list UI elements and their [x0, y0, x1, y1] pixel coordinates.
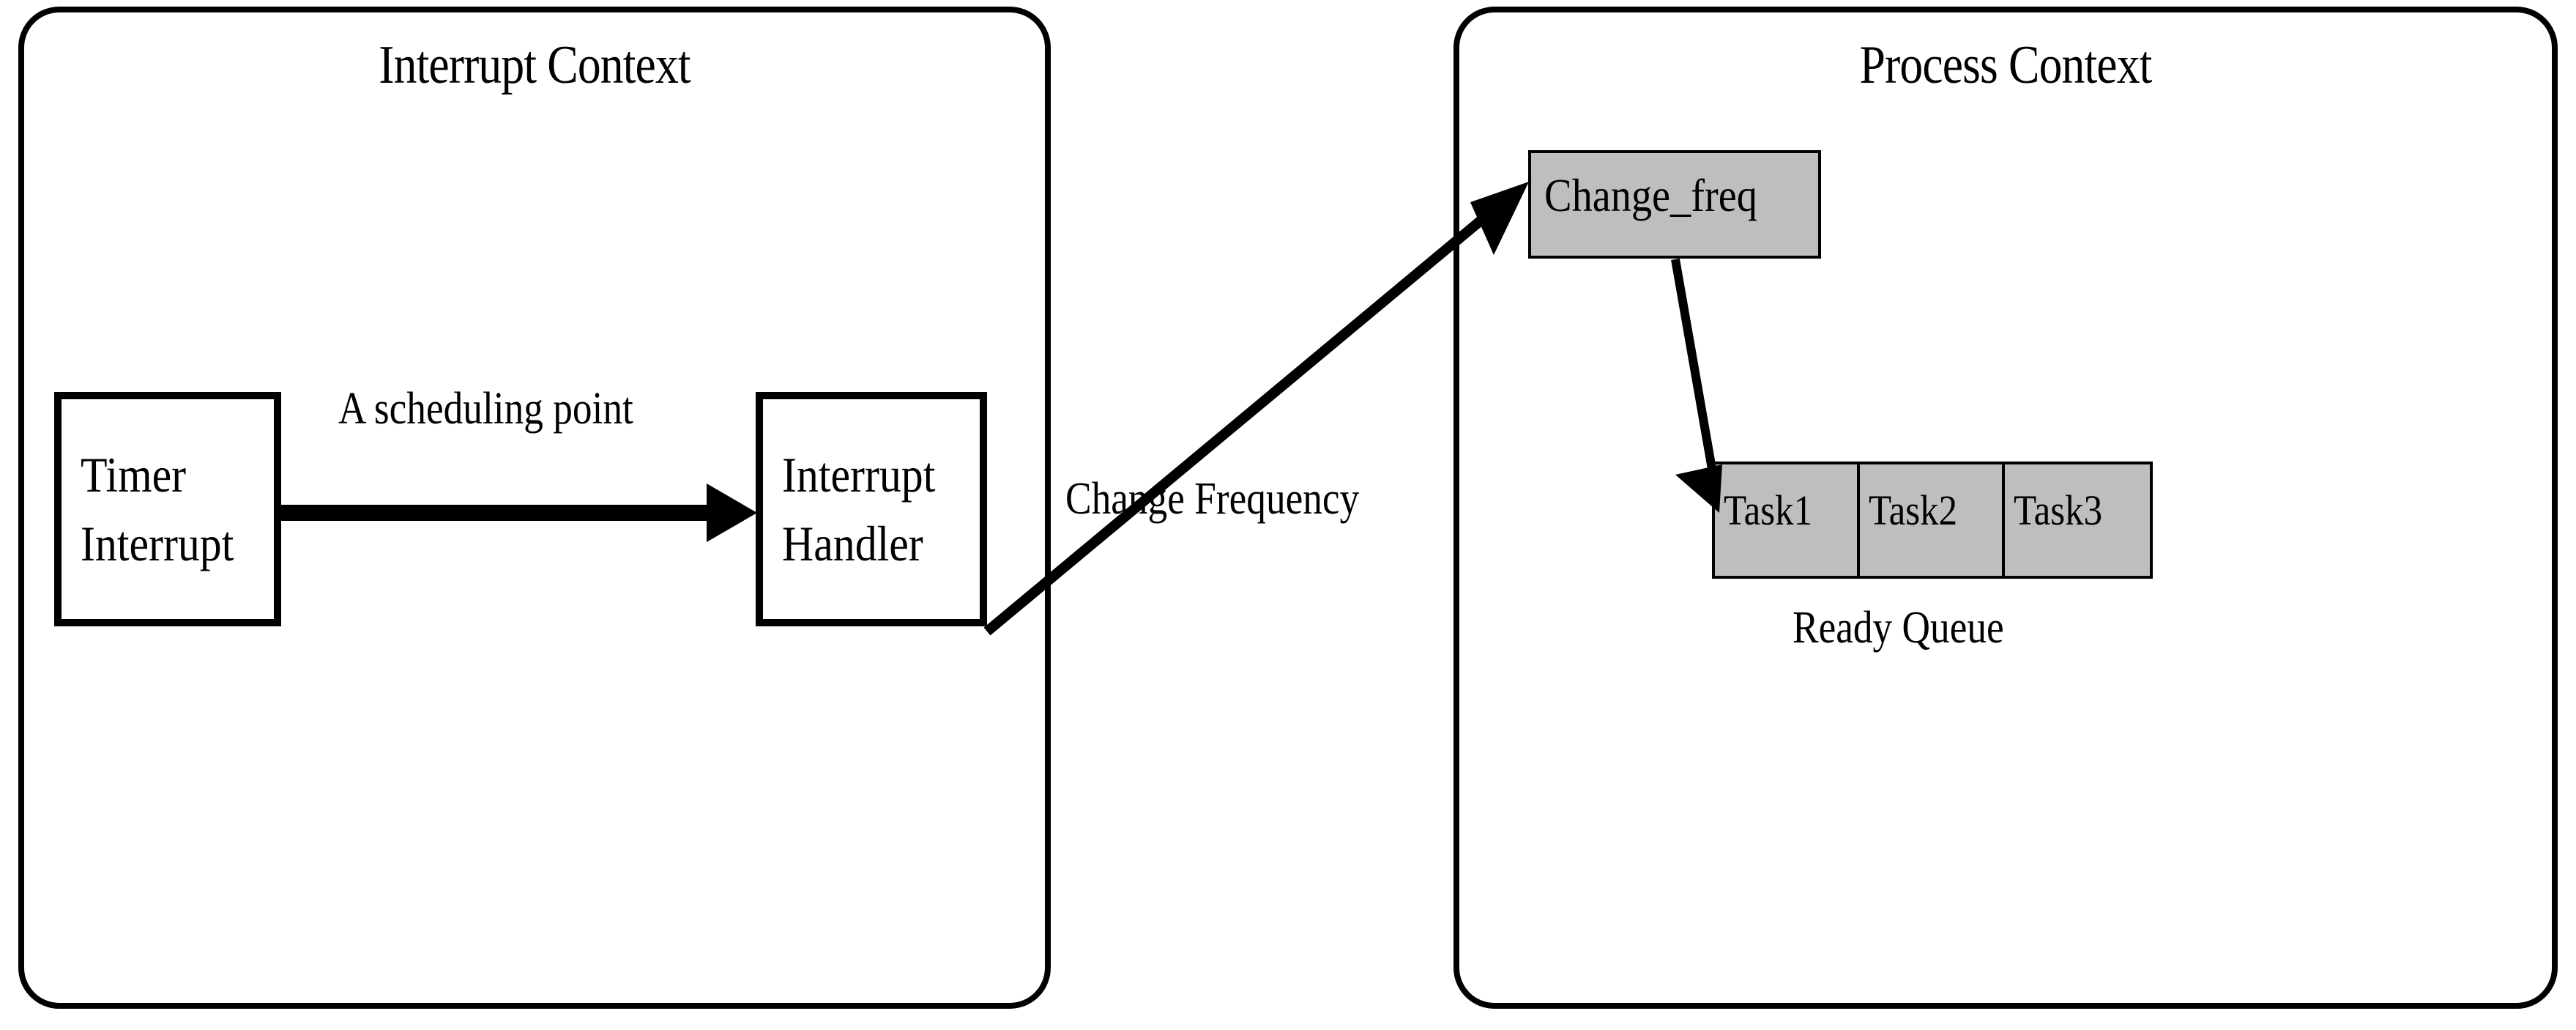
change-freq-box: Change_freq [1528, 150, 1821, 259]
interrupt-handler-box: Interrupt Handler [756, 392, 987, 626]
timer-interrupt-label-line2: Interrupt [81, 516, 234, 571]
ready-queue-cell-task2: Task2 [1860, 464, 2005, 576]
ready-queue-cell-task3: Task3 [2005, 464, 2150, 576]
process-context-title: Process Context [1859, 35, 2153, 95]
ready-queue-cell-task1-label: Task1 [1724, 486, 1813, 534]
scheduling-point-label: A scheduling point [338, 384, 633, 434]
ready-queue-cell-task1: Task1 [1715, 464, 1860, 576]
interrupt-handler-label-line2: Handler [782, 516, 923, 571]
ready-queue-cell-task3-label: Task3 [2014, 486, 2103, 534]
ready-queue-label: Ready Queue [1793, 603, 2004, 653]
timer-interrupt-box: Timer Interrupt [54, 392, 281, 626]
timer-interrupt-label-line1: Timer [81, 447, 187, 503]
change-frequency-arrow [983, 182, 1529, 636]
change-frequency-label: Change Frequency [1065, 474, 1360, 524]
interrupt-handler-label-line1: Interrupt [782, 447, 936, 503]
ready-queue-cell-task2-label: Task2 [1869, 486, 1958, 534]
ready-queue-row: Task1 Task2 Task3 [1712, 462, 2153, 579]
change-freq-label: Change_freq [1544, 169, 1757, 221]
interrupt-context-title: Interrupt Context [379, 35, 690, 95]
